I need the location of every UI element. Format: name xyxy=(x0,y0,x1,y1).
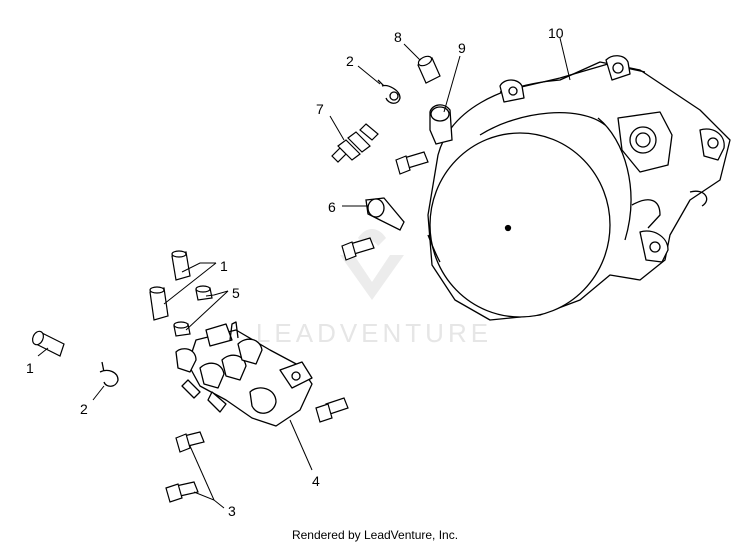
watermark-text: LEADVENTURE xyxy=(256,318,492,348)
part-5-bushings xyxy=(173,285,213,337)
callout-4: 4 xyxy=(312,473,320,489)
callout-labels: 1 1 2 2 3 4 5 6 7 8 9 10 xyxy=(26,25,564,519)
callout-8: 8 xyxy=(394,29,402,45)
bolt-middle xyxy=(341,237,375,261)
callout-9: 9 xyxy=(458,40,466,56)
part-8-sleeve xyxy=(417,55,441,84)
part-9-clamp xyxy=(429,104,453,145)
footer-credit: Rendered by LeadVenture, Inc. xyxy=(291,528,459,542)
callout-2-left: 2 xyxy=(80,401,88,417)
bolt-upper xyxy=(395,151,429,175)
callout-1-left: 1 xyxy=(26,360,34,376)
part-2-clip-left xyxy=(99,361,119,387)
leader-lines xyxy=(37,37,571,509)
part-1-sleeves xyxy=(149,250,191,321)
bolt-right xyxy=(315,397,349,423)
part-2-clip-top xyxy=(377,79,401,104)
callout-1-cluster: 1 xyxy=(220,258,228,274)
housing-cover xyxy=(427,55,731,321)
callout-7: 7 xyxy=(316,101,324,117)
callout-6: 6 xyxy=(328,199,336,215)
part-1-sleeve-left xyxy=(31,330,65,357)
part-7-spark-plug xyxy=(331,123,379,163)
callout-5: 5 xyxy=(232,285,240,301)
callout-10: 10 xyxy=(548,25,564,41)
callout-2-top: 2 xyxy=(346,53,354,69)
watermark: LEADVENTURE xyxy=(256,229,492,348)
callout-3: 3 xyxy=(228,503,236,519)
part-4-valve-body xyxy=(175,321,313,427)
part-3-bolts xyxy=(165,431,205,503)
part-6-bracket xyxy=(365,197,405,231)
